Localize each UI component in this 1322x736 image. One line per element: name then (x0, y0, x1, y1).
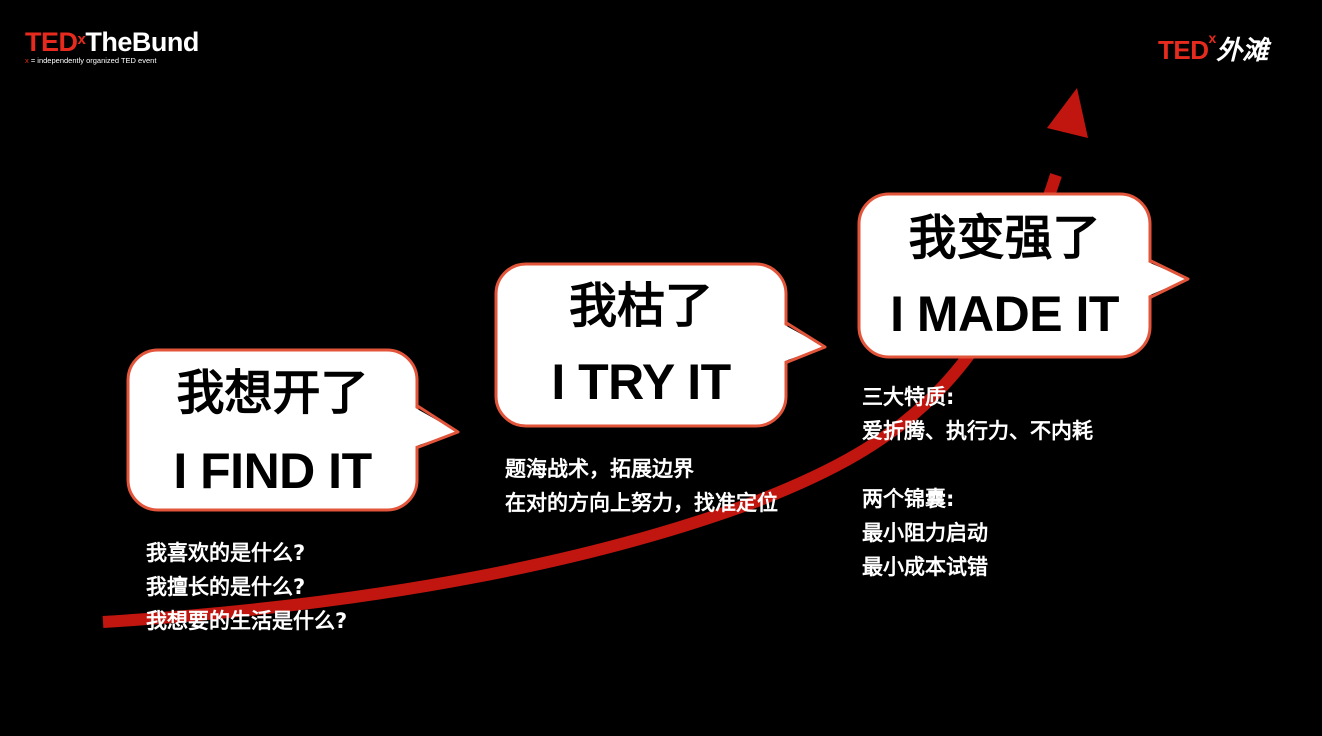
bubble-3-text: 我变强了 I MADE IT (859, 210, 1150, 342)
stage-3-note: 最小阻力启动 (862, 521, 988, 545)
bubble-3-en: I MADE IT (890, 286, 1119, 342)
stage-1-note: 我喜欢的是什么? (146, 541, 306, 565)
logo-right-ted-text: TED (1158, 35, 1209, 65)
stage-3-note: 两个锦囊: (862, 487, 955, 511)
growth-arrowhead (1047, 88, 1088, 138)
stage-3-notes: 三大特质: 爱折腾、执行力、不内耗 两个锦囊: 最小阻力启动 最小成本试错 (862, 380, 1093, 584)
speech-bubble-3 (857, 192, 1190, 359)
bubble-2-cn: 我枯了 (568, 278, 713, 334)
stage-3-spacer (862, 448, 1093, 482)
logo-ted-text: TED (25, 27, 78, 57)
stage-1-note: 我想要的生活是什么? (146, 609, 348, 633)
tedx-thebund-logo: TEDxTheBund x = independently organized … (25, 28, 199, 65)
bubble-3-cn: 我变强了 (908, 210, 1101, 266)
bubble-1-cn: 我想开了 (176, 365, 369, 421)
stage-2-note: 在对的方向上努力，找准定位 (505, 491, 778, 515)
speech-bubble-1 (126, 348, 460, 512)
logo-tagline: = independently organized TED event (28, 56, 157, 65)
stage-3-note: 爱折腾、执行力、不内耗 (862, 419, 1093, 443)
logo-tagline-x: x (25, 56, 29, 65)
logo-right-name-text: 外滩 (1216, 36, 1269, 66)
logo-x-text: x (77, 31, 86, 48)
stage-3-note: 最小成本试错 (862, 555, 988, 579)
stage-2-note: 题海战术，拓展边界 (505, 457, 694, 481)
bubble-2-text: 我枯了 I TRY IT (496, 278, 786, 410)
bubble-1-en: I FIND IT (173, 443, 372, 499)
logo-name-text: TheBund (85, 27, 199, 57)
bubble-1-text: 我想开了 I FIND IT (128, 365, 417, 499)
stage-1-notes: 我喜欢的是什么? 我擅长的是什么? 我想要的生活是什么? (146, 536, 347, 638)
stage-1-note: 我擅长的是什么? (146, 575, 306, 599)
tedx-waitan-logo: TEDx外滩 (1158, 30, 1268, 67)
bubble-2-en: I TRY IT (551, 354, 731, 410)
logo-right-x-text: x (1208, 30, 1217, 46)
stage-3-note: 三大特质: (862, 385, 955, 409)
stage-2-notes: 题海战术，拓展边界 在对的方向上努力，找准定位 (505, 452, 778, 520)
speech-bubble-2 (494, 262, 827, 428)
